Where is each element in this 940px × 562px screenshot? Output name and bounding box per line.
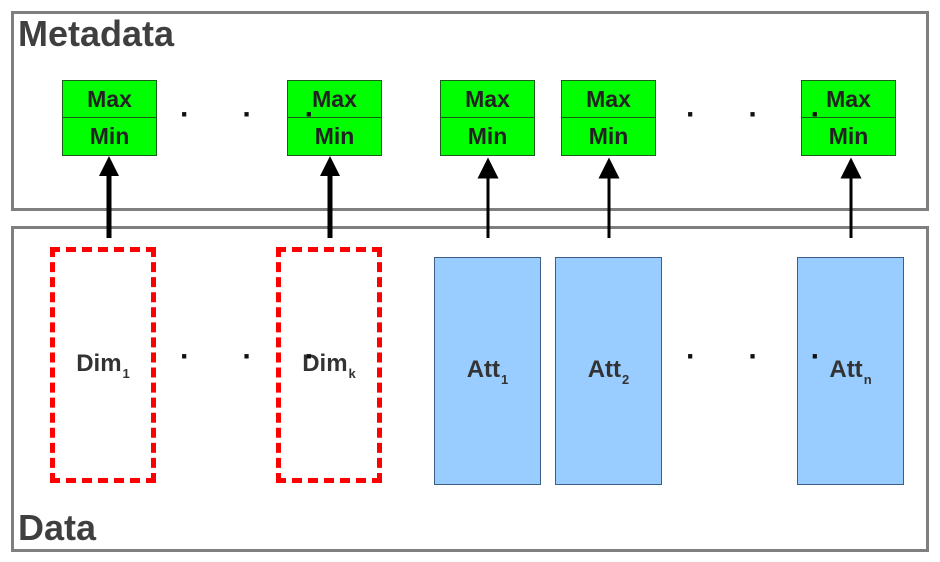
attribute-column-1: Att1 <box>434 257 541 485</box>
max-label: Max <box>562 81 655 118</box>
dimension-label: Dim1 <box>76 350 130 381</box>
metadata-ellipsis-dims: · · · <box>180 98 337 131</box>
data-ellipsis-dims: · · · <box>180 340 337 373</box>
metadata-box-dim-k: Max Min <box>287 80 382 156</box>
attribute-label: Attn <box>829 356 871 387</box>
min-label: Min <box>89 123 130 149</box>
attribute-label: Att1 <box>467 356 509 387</box>
metadata-box-att-1: Max Min <box>440 80 535 156</box>
min-label: Min <box>467 123 508 149</box>
max-label: Max <box>63 81 156 118</box>
dimension-label: Dimk <box>302 350 356 381</box>
attribute-column-2: Att2 <box>555 257 662 485</box>
max-label: Max <box>441 81 534 118</box>
data-title: Data <box>18 507 97 548</box>
dimension-column-1: Dim1 <box>50 247 156 483</box>
attribute-subscript: 1 <box>501 371 509 387</box>
metadata-box-att-2: Max Min <box>561 80 656 156</box>
attribute-name: Att <box>587 355 622 383</box>
attribute-label: Att2 <box>588 356 630 387</box>
dimension-subscript: k <box>348 365 356 381</box>
min-label: Min <box>588 123 629 149</box>
metadata-ellipsis-atts: · · · <box>686 98 843 131</box>
dimension-name: Dim <box>76 349 122 377</box>
attribute-name: Att <box>829 355 863 383</box>
attribute-name: Att <box>466 355 501 383</box>
max-label: Max <box>802 81 895 118</box>
dimension-column-k: Dimk <box>276 247 382 483</box>
min-label: Min <box>314 123 355 149</box>
metadata-title: Metadata <box>18 13 175 54</box>
attribute-subscript: n <box>863 371 872 387</box>
dimension-subscript: 1 <box>122 365 130 381</box>
dimension-name: Dim <box>302 349 348 377</box>
metadata-box-dim-1: Max Min <box>62 80 157 156</box>
metadata-box-att-n: Max Min <box>801 80 896 156</box>
attribute-column-n: Attn <box>797 257 904 485</box>
max-label: Max <box>288 81 381 118</box>
data-ellipsis-atts: · · · <box>686 340 843 373</box>
min-label: Min <box>828 123 869 149</box>
attribute-subscript: 2 <box>622 371 630 387</box>
